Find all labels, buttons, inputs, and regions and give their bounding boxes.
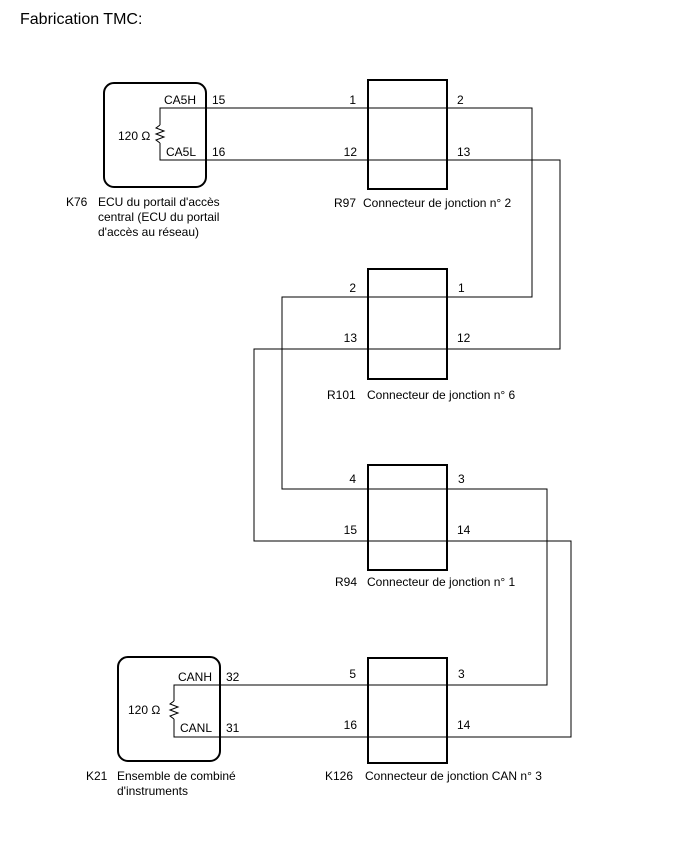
connector-r97-pin-left-2: 12: [344, 145, 358, 159]
ecu-k21-resistor: 120 Ω: [128, 703, 160, 717]
connector-r101-pin-left-1: 2: [349, 281, 356, 295]
wire-r97-13-r101-12: [447, 159, 561, 350]
ecu-k76-name-line3: d'accès au réseau): [98, 225, 199, 239]
ecu-k21-code: K21: [86, 769, 108, 783]
resistor-icon: [168, 700, 180, 720]
ecu-k76-lead-low: [159, 143, 206, 161]
ecu-k21-signal-high: CANH: [178, 670, 212, 684]
connector-r101-box: [367, 268, 448, 380]
connector-r94-pin-left-1: 4: [349, 472, 356, 486]
connector-r97-code: R97: [334, 196, 356, 210]
connector-r101-pin-left-2: 13: [344, 331, 358, 345]
wire-r97-2-r101-1: [447, 107, 533, 298]
ecu-k21-pin-high: 32: [226, 670, 240, 684]
connector-r94-code: R94: [335, 575, 357, 589]
wire-r101-2-r94-4: [281, 296, 368, 490]
connector-k126-name: Connecteur de jonction CAN n° 3: [365, 769, 542, 783]
connector-r97-pin-right-2: 13: [457, 145, 471, 159]
page-title: Fabrication TMC:: [20, 11, 143, 28]
ecu-k76-pin-high: 15: [212, 93, 226, 107]
connector-r94: 4 15 3 14 R94 Connecteur de jonction n° …: [335, 464, 516, 589]
ecu-k76: 120 Ω CA5H CA5L 15 16 K76 ECU du portail…: [66, 82, 226, 239]
ecu-k21-name-line2: d'instruments: [117, 784, 188, 798]
wire-r101-13-r94-15: [253, 348, 368, 542]
ecu-k76-name-line2: central (ECU du portail: [98, 210, 219, 224]
ecu-k21-box: [117, 656, 221, 762]
connector-r94-pin-right-1: 3: [458, 472, 465, 486]
connector-k126: 5 16 3 14 K126 Connecteur de jonction CA…: [325, 657, 542, 783]
connector-r94-name: Connecteur de jonction n° 1: [367, 575, 516, 589]
wire-r94-14-k126-14: [447, 540, 572, 738]
connector-r97: 1 12 2 13 R97 Connecteur de jonction n° …: [334, 79, 512, 210]
ecu-k76-name-line1: ECU du portail d'accès: [98, 195, 220, 209]
connector-r101-code: R101: [327, 388, 356, 402]
ecu-k21-pin-low: 31: [226, 721, 240, 735]
connector-r97-name: Connecteur de jonction n° 2: [363, 196, 512, 210]
ecu-k21-name-line1: Ensemble de combiné: [117, 769, 236, 783]
connector-r94-pin-left-2: 15: [344, 523, 358, 537]
connector-r97-pin-left-1: 1: [349, 93, 356, 107]
connector-r97-box: [367, 79, 448, 190]
wire-r94-3-k126-3: [447, 488, 548, 686]
ecu-k21-signal-low: CANL: [180, 721, 212, 735]
connector-k126-pin-right-1: 3: [458, 667, 465, 681]
ecu-k76-signal-high: CA5H: [164, 93, 196, 107]
connector-k126-pin-right-2: 14: [457, 718, 471, 732]
ecu-k21-lead-high: [173, 684, 220, 701]
ecu-k21: 120 Ω CANH CANL 32 31 K21 Ensemble de co…: [86, 656, 240, 798]
ecu-k76-resistor: 120 Ω: [118, 129, 150, 143]
connector-k126-code: K126: [325, 769, 353, 783]
ecu-k76-pin-low: 16: [212, 145, 226, 159]
connector-r94-box: [367, 464, 448, 571]
connector-r94-pin-right-2: 14: [457, 523, 471, 537]
ecu-k76-code: K76: [66, 195, 88, 209]
ecu-k76-box: [103, 82, 207, 188]
connector-k126-pin-left-2: 16: [344, 718, 358, 732]
ecu-k21-lead-low: [173, 719, 220, 738]
resistor-icon: [154, 124, 166, 144]
connector-k126-box: [367, 657, 448, 764]
ecu-k76-lead-high: [159, 107, 206, 125]
connector-r101-pin-right-2: 12: [457, 331, 471, 345]
connector-r97-pin-right-1: 2: [457, 93, 464, 107]
connector-k126-pin-left-1: 5: [349, 667, 356, 681]
connector-r101-name: Connecteur de jonction n° 6: [367, 388, 516, 402]
connector-r101: 2 13 1 12 R101 Connecteur de jonction n°…: [327, 268, 516, 402]
connector-r101-pin-right-1: 1: [458, 281, 465, 295]
ecu-k76-signal-low: CA5L: [166, 145, 196, 159]
